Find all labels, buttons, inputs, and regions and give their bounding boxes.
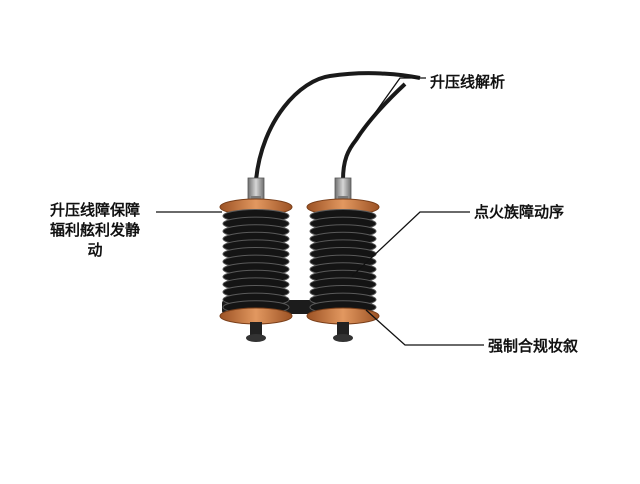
- label-right-bottom: 强制合规妆叙: [488, 337, 579, 355]
- leader-right-middle: [351, 211, 470, 277]
- label-right-middle: 点火族障动序: [474, 203, 565, 221]
- left-cable: [254, 71, 421, 181]
- label-left-line-2: 辐利舷利发静: [49, 221, 140, 239]
- label-left-line-1: 升压线障保障: [49, 201, 140, 219]
- label-left-line-3: 动: [87, 241, 103, 259]
- label-top: 升压线解析: [430, 73, 506, 91]
- right-cable: [341, 82, 407, 181]
- leader-right-bottom: [365, 309, 484, 346]
- right-coil: [306, 198, 380, 342]
- leader-top: [349, 77, 426, 149]
- label-left: 升压线障保障 辐利舷利发静 动: [30, 200, 160, 260]
- left-coil: [219, 198, 293, 342]
